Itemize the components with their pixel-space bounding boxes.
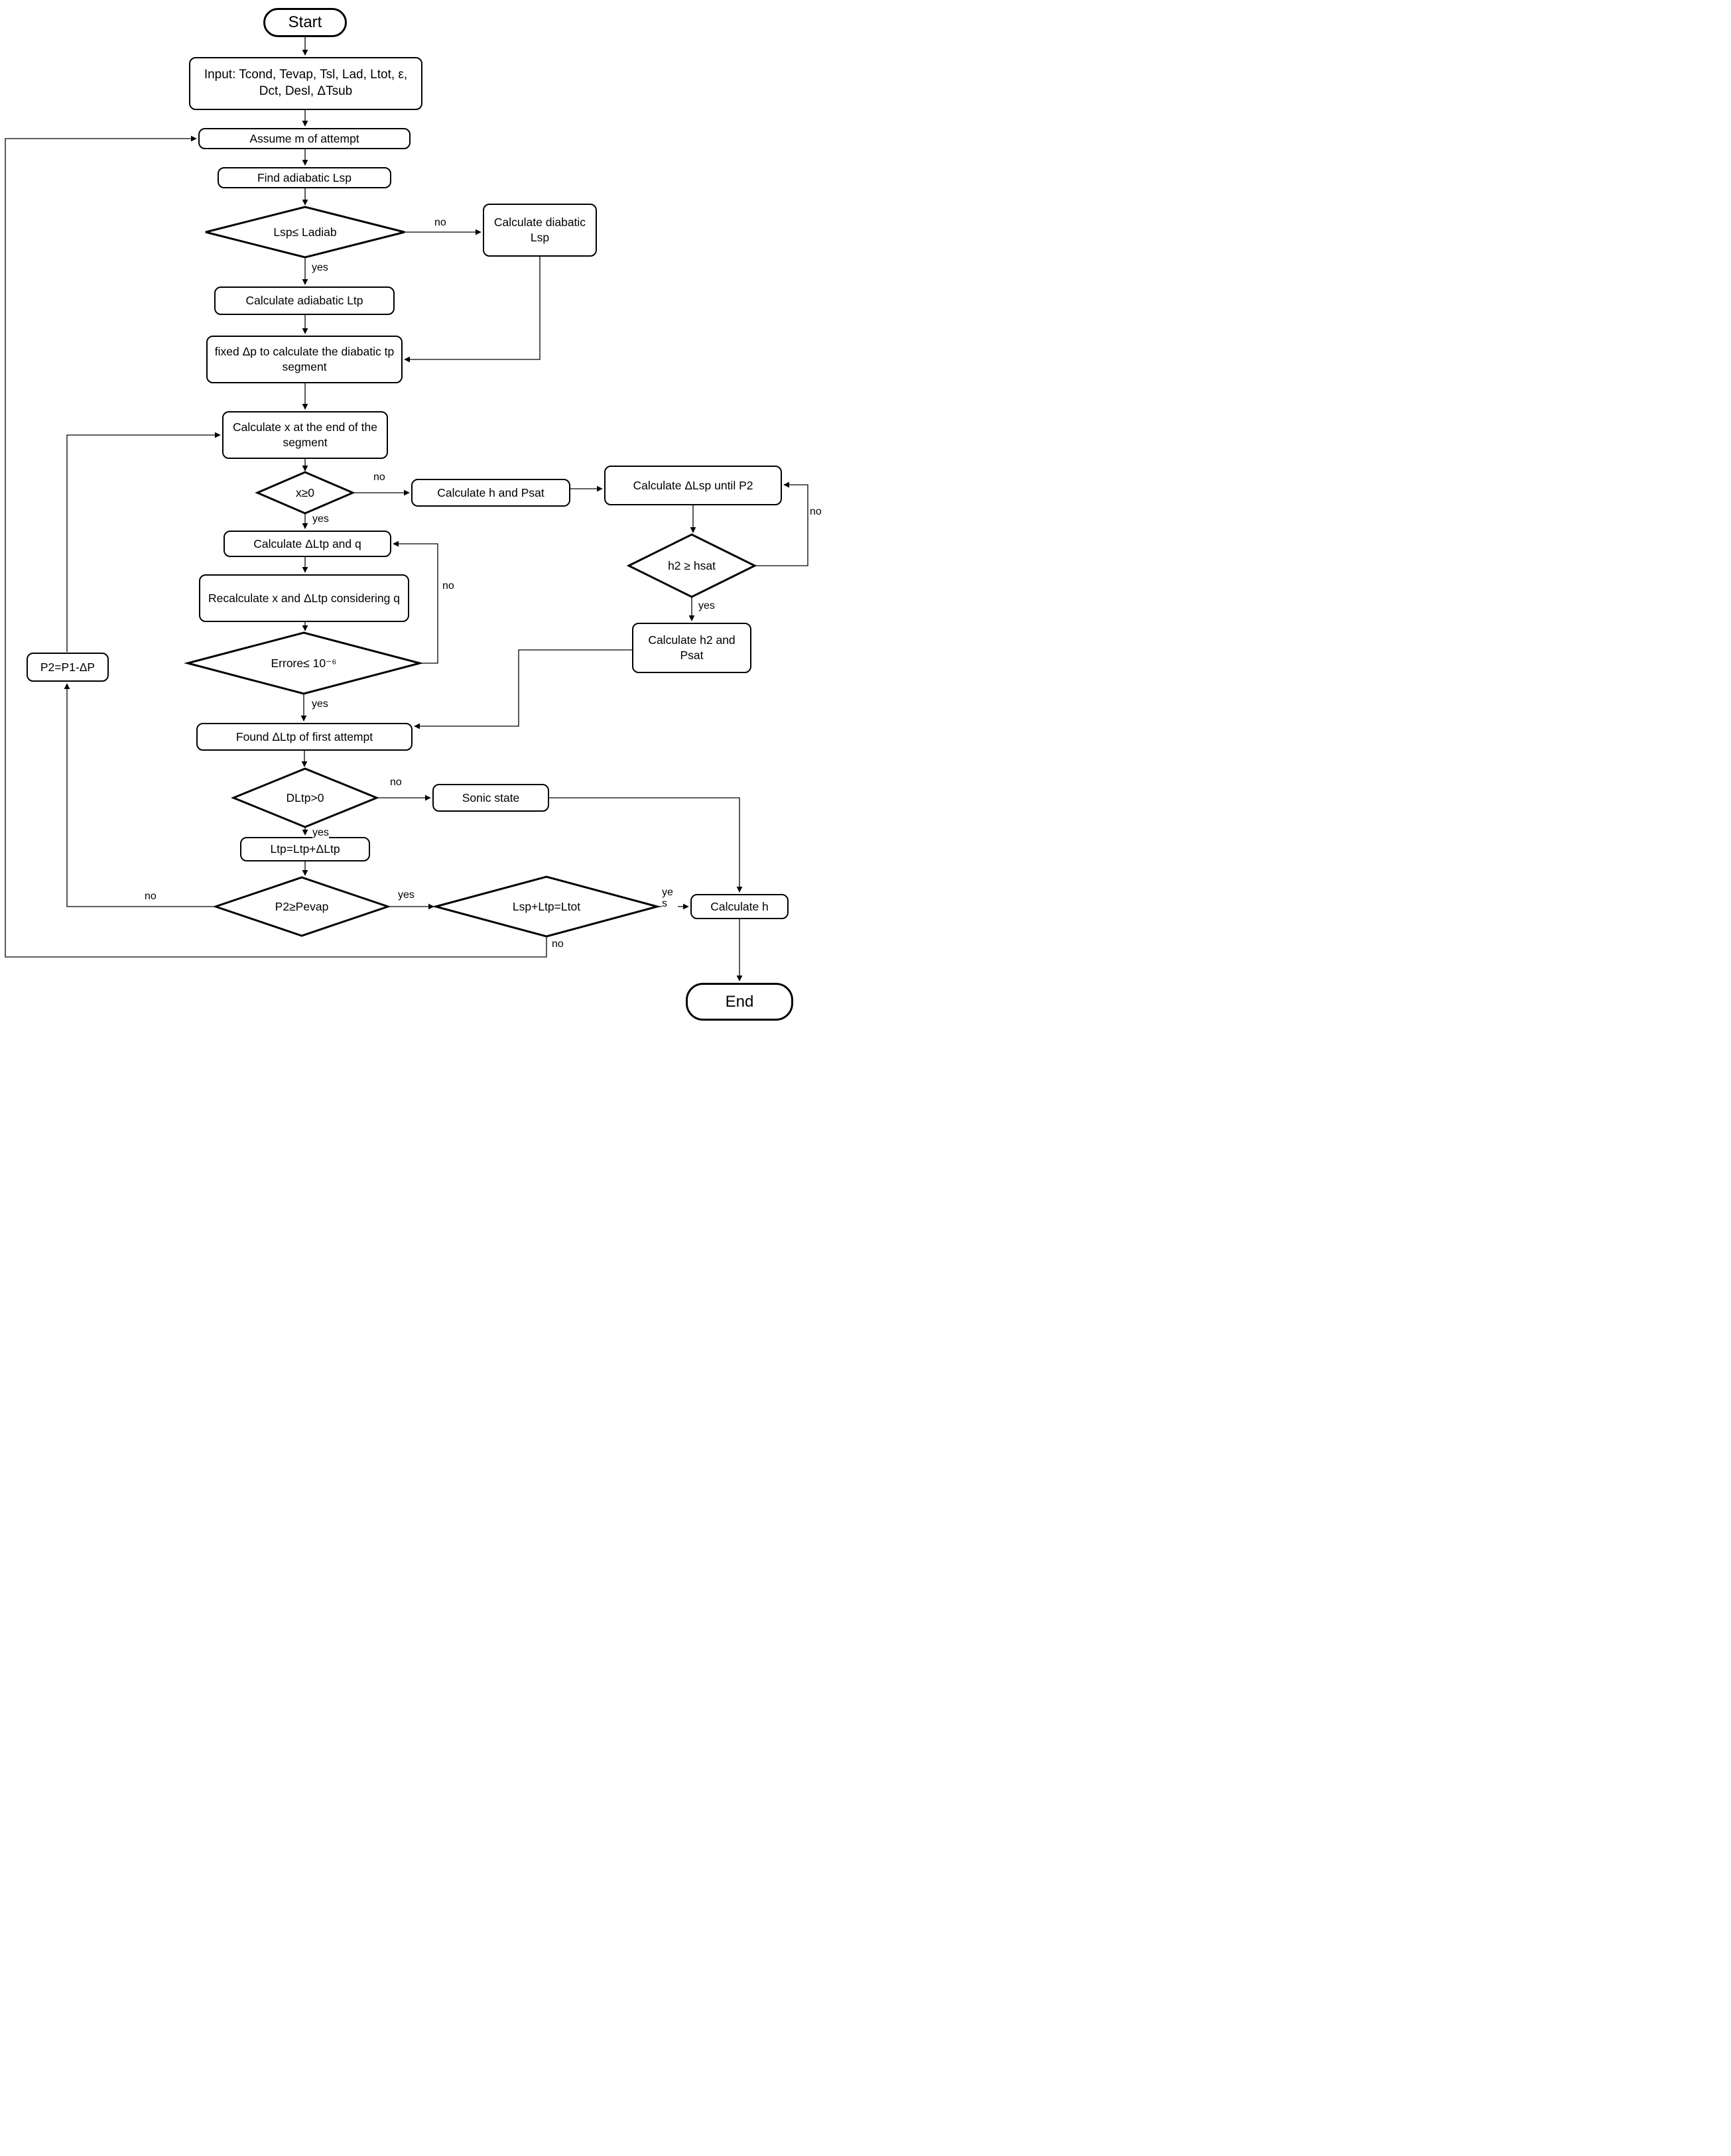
- edge-label-no-lsp-ladiab: no: [434, 217, 446, 229]
- ltp-update-node: Ltp=Ltp+ΔLtp: [240, 837, 370, 861]
- edge-label-no-lsp-ltp-ltot: no: [552, 938, 564, 950]
- end-node: End: [686, 983, 793, 1021]
- decision-lsp-ladiab-label: Lsp≤ Ladiab: [273, 225, 337, 239]
- decision-shape-lsp-ltp-ltot: [432, 875, 661, 938]
- edge-dech2-no-loop: [755, 481, 808, 566]
- edge-calcdiabatic-fixeddp: [404, 257, 541, 363]
- decision-shape-p2-pevap: [212, 876, 391, 937]
- edge-label-no-errore: no: [442, 580, 454, 592]
- decision-shape-dltp: [231, 767, 379, 828]
- assume-m-node: Assume m of attempt: [198, 128, 411, 149]
- flowchart-edges: [5, 37, 808, 982]
- edge-p2update-calcx: [66, 432, 221, 652]
- decision-shape-errore: [184, 631, 424, 695]
- calc-x-end-segment-node: Calculate x at the end of the segment: [222, 411, 388, 459]
- calc-h2-psat-node: Calculate h2 and Psat: [632, 623, 751, 673]
- edge-sonic-calch: [549, 797, 743, 893]
- p2-update-node: P2=P1-ΔP: [27, 653, 109, 682]
- edge-label-yes-h2-hsat: yes: [698, 600, 715, 612]
- decision-x-ge-0-label: x≥0: [295, 485, 315, 499]
- calc-dltp-q-node: Calculate ΔLtp and q: [224, 531, 391, 557]
- decision-lsp-ltp-ltot-label: Lsp+Ltp=Ltot: [512, 899, 581, 913]
- recalc-x-dltp-node: Recalculate x and ΔLtp considering q: [199, 574, 409, 622]
- flowchart-canvas: Start Input: Tcond, Tevap, Tsl, Lad, Lto…: [0, 0, 822, 1025]
- edge-label-no-p2-pevap: no: [145, 891, 157, 903]
- edge-label-yes-lsp-ltp-ltot: yes: [662, 887, 678, 910]
- edge-label-no-h2-hsat: no: [810, 506, 822, 518]
- decision-shape-h2-hsat: [626, 533, 757, 598]
- calc-h-psat-node: Calculate h and Psat: [411, 479, 570, 507]
- edge-declspltp-no-assume: [5, 135, 547, 958]
- input-node: Input: Tcond, Tevap, Tsl, Lad, Ltot, ε, …: [189, 57, 422, 110]
- edge-label-yes-errore: yes: [312, 698, 328, 710]
- edge-label-yes-dltp: yes: [312, 827, 329, 839]
- edge-calch2-found: [414, 649, 632, 729]
- edge-label-yes-lsp-ladiab: yes: [312, 262, 328, 274]
- edge-decerr-no-loop: [393, 540, 438, 664]
- decision-h2-hsat-label: h2 ≥ hsat: [668, 558, 716, 572]
- decision-shape-lsp-ladiab: [205, 206, 405, 259]
- calc-diabatic-lsp-node: Calculate diabatic Lsp: [483, 204, 597, 257]
- decision-dltp-label: DLtp>0: [286, 791, 324, 804]
- edge-decp2-no-p2update: [64, 683, 216, 907]
- find-adiabatic-lsp-node: Find adiabatic Lsp: [218, 167, 391, 188]
- edge-label-yes-p2-pevap: yes: [398, 889, 415, 901]
- found-dltp-node: Found ΔLtp of first attempt: [196, 723, 413, 751]
- calc-adiabatic-ltp-node: Calculate adiabatic Ltp: [214, 286, 395, 315]
- fixed-dp-node: fixed Δp to calculate the diabatic tp se…: [206, 336, 403, 383]
- decision-p2-pevap-label: P2≥Pevap: [275, 899, 329, 913]
- decision-shape-x-ge-0: [255, 471, 355, 515]
- edge-label-no-dltp: no: [390, 777, 402, 789]
- decision-errore-label: Errore≤ 10⁻⁶: [271, 656, 337, 670]
- edge-label-yes-x-ge-0: yes: [312, 513, 329, 525]
- calc-dlsp-until-p2-node: Calculate ΔLsp until P2: [604, 466, 782, 505]
- start-node: Start: [263, 8, 347, 37]
- sonic-state-node: Sonic state: [432, 784, 549, 812]
- calc-h-node: Calculate h: [690, 894, 789, 919]
- edge-label-no-x-ge-0: no: [373, 472, 385, 483]
